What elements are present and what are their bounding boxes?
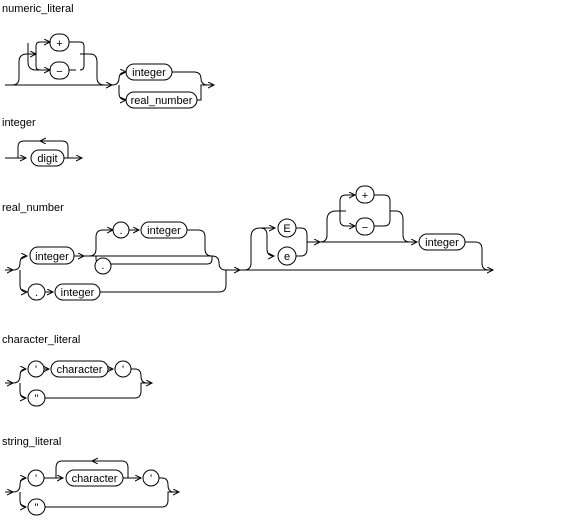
single-quote-label-4: ' bbox=[150, 473, 152, 485]
rule-title-string-literal: string_literal bbox=[2, 436, 61, 448]
character-label-2: character bbox=[72, 473, 118, 485]
string-literal-diagram: ' character ' '' bbox=[5, 461, 179, 516]
dot-label-1: . bbox=[119, 225, 122, 237]
E-label: E bbox=[283, 223, 290, 235]
rule-title-integer: integer bbox=[2, 117, 36, 129]
integer-label-1: integer bbox=[35, 251, 69, 263]
double-quote-label-2: '' bbox=[34, 502, 38, 514]
real-number-label: real_number bbox=[131, 95, 193, 107]
minus-sign-label-2: − bbox=[362, 222, 368, 234]
integer-diagram: digit bbox=[5, 141, 82, 167]
integer-label: integer bbox=[132, 67, 166, 79]
dot-node-2 bbox=[94, 257, 112, 275]
integer-label-3: integer bbox=[61, 287, 95, 299]
plus-sign-label-2: + bbox=[362, 190, 368, 202]
e-label: e bbox=[284, 251, 290, 263]
single-quote-label-2: ' bbox=[122, 364, 124, 376]
character-literal-diagram: ' character ' '' bbox=[5, 360, 152, 407]
numeric-literal-diagram: + − integer real_number bbox=[5, 33, 214, 109]
integer-label-2: integer bbox=[147, 225, 181, 237]
dot-label-2: . bbox=[101, 260, 104, 272]
dot-label-3: . bbox=[35, 287, 38, 299]
real-number-node bbox=[125, 91, 198, 109]
digit-node bbox=[30, 149, 65, 167]
real-number-diagram: integer . integer . . integer E e bbox=[5, 185, 493, 301]
digit-label: digit bbox=[37, 153, 57, 165]
minus-sign-label: − bbox=[56, 66, 62, 78]
double-quote-label: '' bbox=[34, 393, 38, 405]
rule-title-character-literal: character_literal bbox=[2, 334, 80, 346]
rule-title-numeric-literal: numeric_literal bbox=[2, 3, 74, 15]
integer-node bbox=[125, 63, 173, 81]
single-quote-label-1: ' bbox=[35, 364, 37, 376]
rule-title-real-number: real_number bbox=[2, 202, 64, 214]
single-quote-label-3: ' bbox=[35, 473, 37, 485]
character-label: character bbox=[57, 364, 103, 376]
integer-label-4: integer bbox=[425, 237, 459, 249]
plus-sign-label: + bbox=[56, 38, 62, 50]
